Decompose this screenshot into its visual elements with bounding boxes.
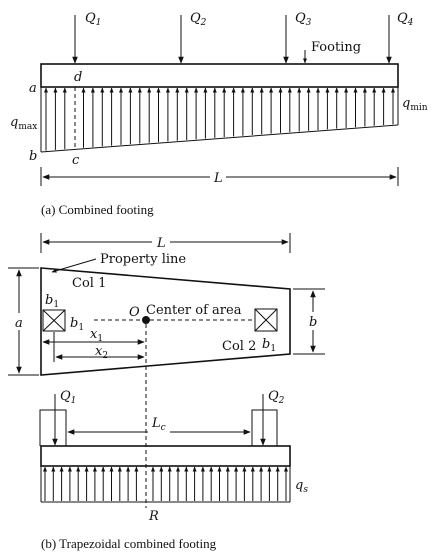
dim-a-label: a xyxy=(15,316,23,331)
col2-label: Col 2 xyxy=(222,339,256,354)
pressure-bottom-line xyxy=(40,124,399,153)
dim-lc-label: Lc xyxy=(151,416,166,433)
load-label-q1-b: Q1 xyxy=(60,389,76,406)
dim-b-label: b xyxy=(309,315,317,330)
load-label-q3: Q3 xyxy=(295,11,312,28)
load-label-q4: Q4 xyxy=(397,11,414,28)
trapezoid-footing-plan xyxy=(40,267,291,376)
footing-elevation-b xyxy=(40,445,291,467)
center-of-area-label: Center of area xyxy=(146,303,242,318)
load-label-q2-b: Q2 xyxy=(268,389,285,406)
footing-label: Footing xyxy=(311,40,361,55)
center-point-label: O xyxy=(129,305,140,320)
qmax-label: qmax xyxy=(10,115,37,132)
column-2-cross-b xyxy=(254,308,278,332)
point-label-b: b xyxy=(29,149,37,164)
point-label-c: c xyxy=(72,153,80,168)
point-label-d: d xyxy=(74,70,82,85)
column-2 xyxy=(254,308,278,332)
load-label-q1: Q1 xyxy=(85,11,101,28)
figure-b: L Property line Col 1 b1 b1 Col 2 b1 O C… xyxy=(8,233,325,551)
property-line-label: Property line xyxy=(100,252,186,267)
column-1-cross-b xyxy=(42,309,66,332)
dim-x2-label: x2 xyxy=(95,344,108,361)
col1-b1-top-label: b1 xyxy=(45,293,59,310)
figure-a: Q1 Q2 Q3 Q4 Footing a b c d qmax qmin L … xyxy=(10,11,428,217)
load-arrows-a xyxy=(72,15,392,64)
soil-pressure-arrows-a xyxy=(44,87,395,151)
column-2-elevation xyxy=(251,409,278,446)
qs-label: qs xyxy=(295,478,308,495)
col2-b1-label: b1 xyxy=(262,337,276,354)
col1-label: Col 1 xyxy=(72,276,106,291)
soil-pressure-arrows-b xyxy=(43,466,288,501)
caption-a: (a) Combined footing xyxy=(41,202,154,217)
point-label-a: a xyxy=(29,81,37,96)
property-line-pointer xyxy=(51,258,97,273)
dim-lb-label: L xyxy=(156,236,166,251)
column-1 xyxy=(42,309,66,332)
col1-b1-side-label: b1 xyxy=(70,316,84,333)
dim-l-label-a: L xyxy=(213,171,223,186)
dim-x1-label: x1 xyxy=(90,327,103,344)
column-1-elevation xyxy=(39,409,67,446)
load-label-q2: Q2 xyxy=(190,11,207,28)
footing-beam-a xyxy=(40,63,399,88)
resultant-label: R xyxy=(148,509,159,524)
center-of-area-point xyxy=(142,316,150,324)
qmin-label: qmin xyxy=(402,96,428,113)
caption-b: (b) Trapezoidal combined footing xyxy=(41,536,217,551)
